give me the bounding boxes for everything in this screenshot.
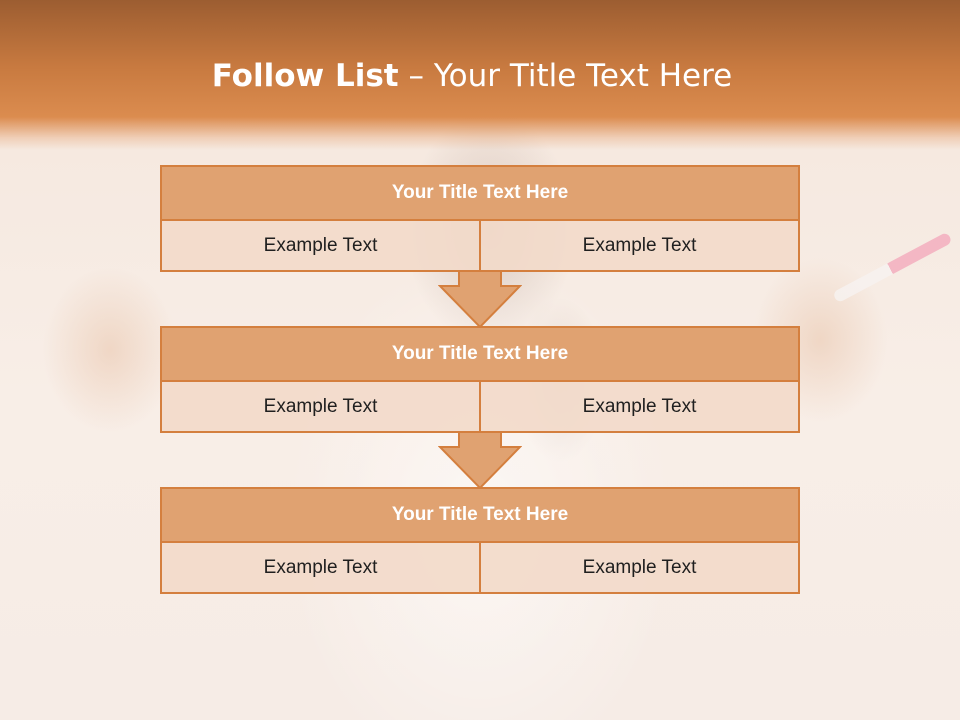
block-cell-left: Example Text xyxy=(160,543,481,594)
block-cell-right: Example Text xyxy=(481,382,800,433)
follow-block-3: Your Title Text Here Example Text Exampl… xyxy=(160,487,800,594)
down-arrow-icon xyxy=(438,271,522,329)
block-row: Example Text Example Text xyxy=(160,221,800,272)
header-band xyxy=(0,0,960,150)
title-rest: – Your Title Text Here xyxy=(398,58,733,94)
block-title: Your Title Text Here xyxy=(160,487,800,543)
block-cell-left: Example Text xyxy=(160,221,481,272)
follow-block-2: Your Title Text Here Example Text Exampl… xyxy=(160,326,800,433)
block-row: Example Text Example Text xyxy=(160,382,800,433)
block-cell-left: Example Text xyxy=(160,382,481,433)
block-cell-right: Example Text xyxy=(481,543,800,594)
follow-block-1: Your Title Text Here Example Text Exampl… xyxy=(160,165,800,272)
block-title: Your Title Text Here xyxy=(160,165,800,221)
slide-title: Follow List – Your Title Text Here xyxy=(0,56,944,96)
block-row: Example Text Example Text xyxy=(160,543,800,594)
block-cell-right: Example Text xyxy=(481,221,800,272)
title-bold: Follow List xyxy=(211,58,399,94)
down-arrow-icon xyxy=(438,432,522,490)
block-title: Your Title Text Here xyxy=(160,326,800,382)
